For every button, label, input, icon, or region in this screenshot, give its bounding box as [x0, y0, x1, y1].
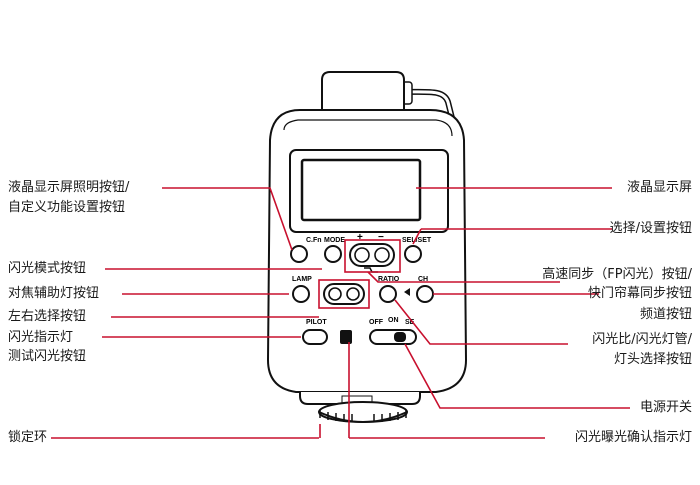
cfn-button[interactable]: C.Fn	[290, 237, 322, 263]
callout-lock-ring: 锁定环	[8, 430, 48, 445]
ratio-button[interactable]: RATIO	[378, 276, 400, 303]
minus-label: −	[378, 232, 384, 243]
callout-lcd-light-cfn-1: 液晶显示屏照明按钮/	[8, 180, 130, 195]
mode-button[interactable]: MODE	[324, 237, 345, 263]
callout-select-set: 选择/设置按钮	[609, 221, 692, 236]
leader-lines	[51, 187, 630, 439]
pilot-label: PILOT	[306, 319, 327, 326]
callout-flash-mode: 闪光模式按钮	[8, 261, 87, 276]
callout-pilot-2: 测试闪光按钮	[8, 349, 87, 364]
callout-ratio-1: 闪光比/闪光灯管/	[592, 332, 692, 347]
plus-minus-highlight	[344, 239, 401, 273]
callout-power: 电源开关	[639, 400, 692, 415]
plus-minus-buttons[interactable]: + −	[349, 232, 395, 267]
lock-ring[interactable]	[318, 401, 408, 423]
channel-label: CH	[418, 276, 428, 283]
plus-label: +	[357, 232, 363, 243]
sel-set-button[interactable]: SEL/SET	[402, 237, 432, 263]
lamp-label: LAMP	[292, 276, 312, 283]
callout-lcd-light-cfn-2: 自定义功能设置按钮	[8, 200, 126, 215]
power-switch[interactable]: OFF ON SE	[369, 317, 417, 345]
callout-af-assist: 对焦辅助灯按钮	[8, 286, 100, 301]
callout-left-right: 左右选择按钮	[8, 309, 87, 324]
left-right-highlight	[318, 279, 370, 309]
cfn-button-label: C.Fn	[306, 237, 322, 244]
sel-set-label: SEL/SET	[402, 237, 432, 244]
connector-housing	[321, 71, 405, 113]
confirm-indicator-lamp	[340, 330, 352, 344]
callout-hss-1: 高速同步（FP闪光）按钮/	[542, 267, 692, 282]
callout-hss-2: 快门帘幕同步按钮	[587, 286, 692, 301]
callout-confirm: 闪光曝光确认指示灯	[574, 430, 692, 445]
callout-ratio-2: 灯头选择按钮	[613, 352, 692, 367]
callout-channel: 频道按钮	[639, 307, 692, 322]
left-right-buttons[interactable]	[323, 283, 365, 305]
pilot-button[interactable]: PILOT	[302, 319, 328, 345]
mode-button-label: MODE	[324, 237, 345, 244]
lcd-screen[interactable]	[300, 158, 422, 222]
channel-icon	[404, 288, 410, 296]
ratio-label: RATIO	[378, 276, 400, 283]
power-se-label: SE	[405, 319, 415, 326]
callout-lcd: 液晶显示屏	[626, 180, 692, 195]
callout-pilot-1: 闪光指示灯	[8, 330, 74, 345]
power-off-label: OFF	[369, 319, 384, 326]
lamp-button[interactable]: LAMP	[292, 276, 312, 303]
power-on-label: ON	[388, 317, 399, 324]
